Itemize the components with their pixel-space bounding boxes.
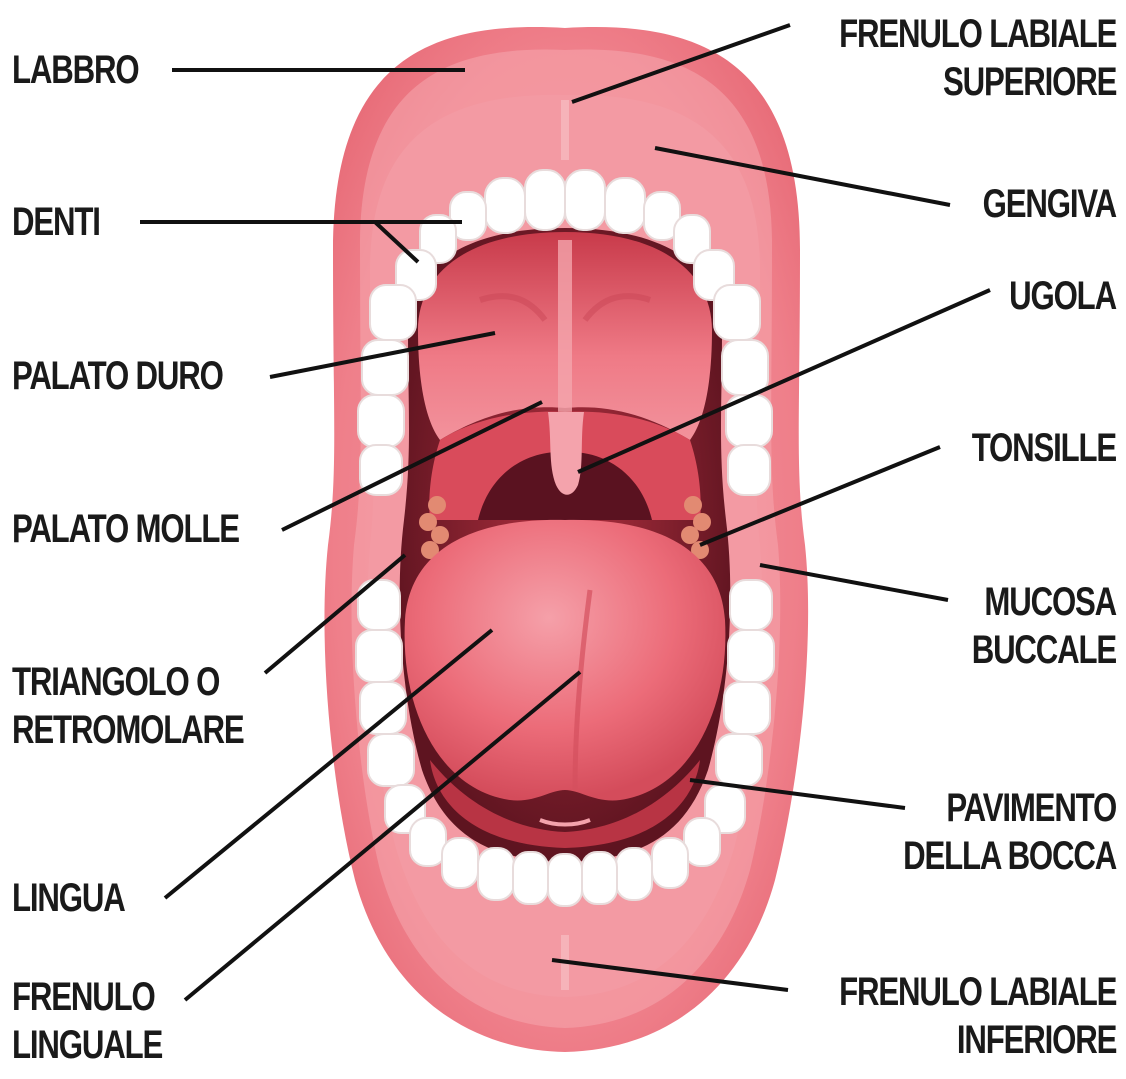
label-tonsille: TONSILLE bbox=[972, 424, 1116, 472]
label-ugola: UGOLA bbox=[1009, 272, 1116, 320]
label-labbro: LABBRO bbox=[12, 46, 138, 94]
label-frenulo-labiale-superiore: FRENULO LABIALE SUPERIORE bbox=[839, 10, 1116, 106]
label-lingua: LINGUA bbox=[12, 874, 125, 922]
label-mucosa-buccale: MUCOSA BUCCALE bbox=[972, 578, 1116, 674]
label-frenulo-labiale-inferiore: FRENULO LABIALE INFERIORE bbox=[839, 968, 1116, 1064]
label-palato-molle: PALATO MOLLE bbox=[12, 505, 239, 553]
label-triangolo-retromolare: TRIANGOLO O RETROMOLARE bbox=[12, 658, 244, 754]
label-pavimento-della-bocca: PAVIMENTO DELLA BOCCA bbox=[903, 784, 1116, 880]
label-frenulo-linguale: FRENULO LINGUALE bbox=[12, 973, 162, 1069]
label-denti: DENTI bbox=[12, 198, 100, 246]
label-gengiva: GENGIVA bbox=[983, 180, 1116, 228]
label-palato-duro: PALATO DURO bbox=[12, 352, 223, 400]
